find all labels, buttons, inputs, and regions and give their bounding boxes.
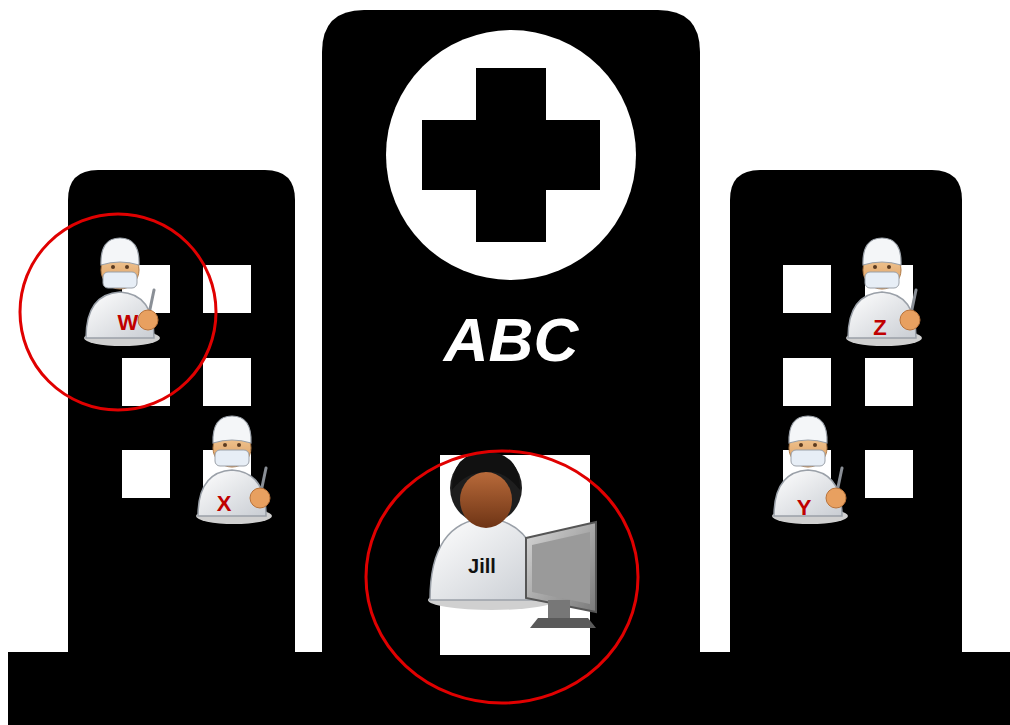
central-tower <box>322 10 700 660</box>
ground-band <box>8 652 1010 725</box>
surgeon-icon <box>772 416 848 524</box>
window <box>783 265 831 313</box>
window <box>122 450 170 498</box>
highlight-ring <box>366 451 638 703</box>
window <box>203 358 251 406</box>
staff-letter: Y <box>797 497 812 519</box>
highlight-ring <box>20 214 216 410</box>
window <box>865 358 913 406</box>
operator-icon <box>428 452 596 628</box>
staff-name: Jill <box>468 556 496 576</box>
building-name: ABC <box>444 309 578 371</box>
staff-letter: W <box>118 312 139 334</box>
window <box>203 265 251 313</box>
right-wing <box>730 170 962 660</box>
staff-letter: X <box>217 493 232 515</box>
staff-letter: Z <box>873 317 886 339</box>
surgeon-icon <box>84 238 160 346</box>
cross-bar <box>422 120 600 190</box>
window <box>865 450 913 498</box>
surgeon-icon <box>846 238 922 346</box>
left-wing <box>68 170 295 660</box>
emblem-circle <box>386 30 636 280</box>
surgeon-icon <box>196 416 272 524</box>
window <box>783 358 831 406</box>
